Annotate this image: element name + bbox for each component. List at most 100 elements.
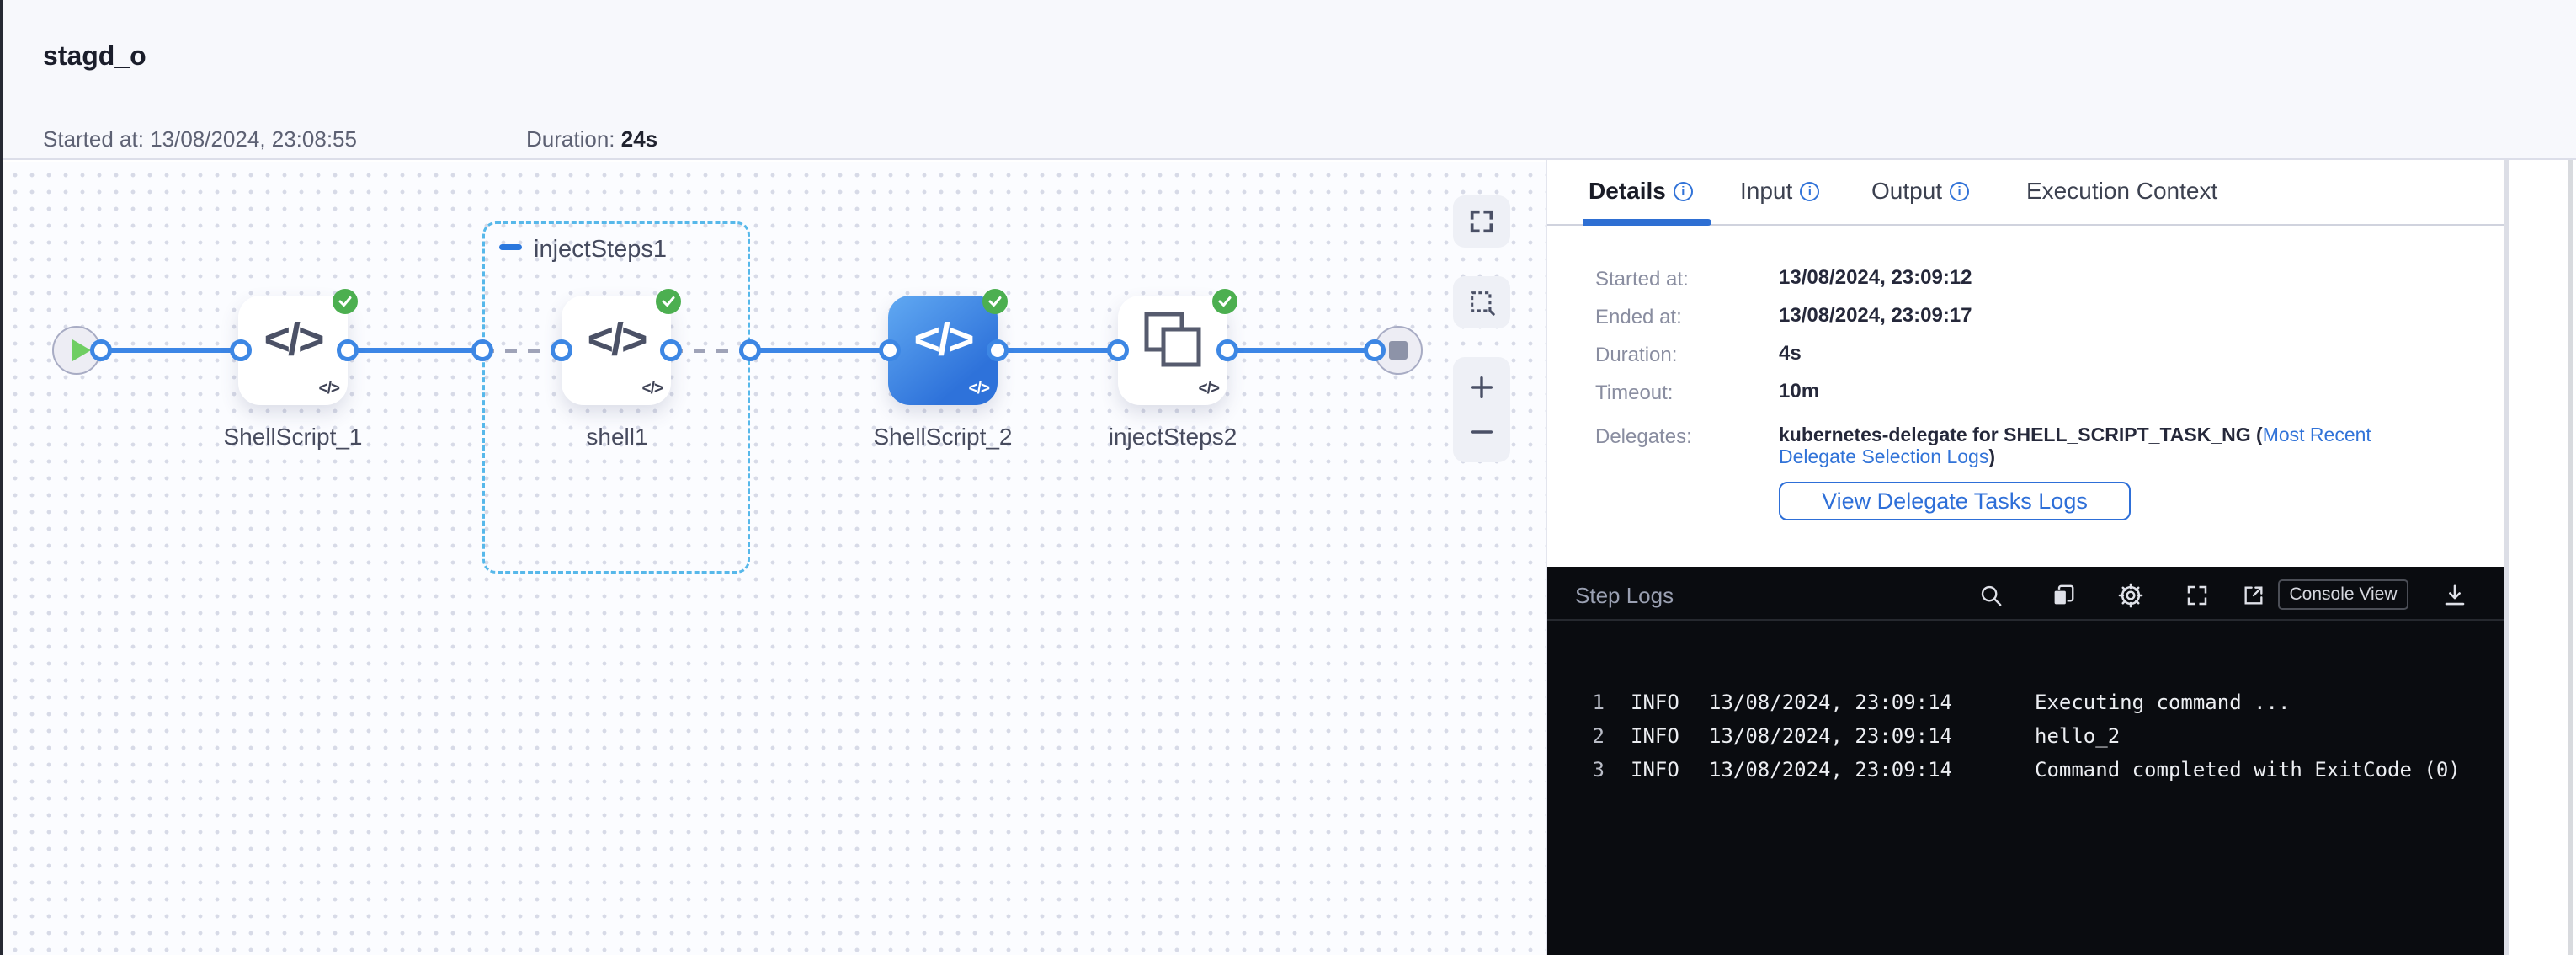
duration-value: 24s [620,126,658,152]
success-check-icon [982,289,1008,314]
detail-label: Started at: [1595,268,1689,291]
zoom-controls [1453,357,1510,462]
collapse-group-icon[interactable] [499,244,522,250]
marquee-select-icon [1471,291,1495,316]
download-logs-icon[interactable] [2440,580,2470,611]
log-line-number: 2 [1592,724,1605,748]
edge-port [1364,339,1386,361]
edge-shellscript2-to-injectsteps2 [998,348,1118,353]
node-shellscript2-selected[interactable]: </> </> [888,296,998,405]
duration-label: Duration: [526,126,621,152]
tab-input-label: Input [1740,178,1793,204]
edge-port [660,339,682,361]
delegates-suffix: ) [1988,445,1996,467]
shell-type-icon: </> [1198,380,1221,397]
shell-type-icon: </> [641,380,664,397]
info-icon[interactable]: i [1950,181,1970,201]
node-shellscript1[interactable]: </> </> [238,296,348,405]
tab-execution-context[interactable]: Execution Context [2026,173,2217,210]
log-timestamp: 13/08/2024, 23:09:14 [1709,758,1952,782]
fit-to-screen-icon [1470,210,1493,233]
edge-injectsteps2-to-end [1227,348,1375,353]
search-icon[interactable] [1976,580,2006,611]
log-message: Command completed with ExitCode (0) [2035,758,2461,782]
edge-port [739,339,761,361]
edge-port [230,339,252,361]
started-label: Started at: [43,126,151,152]
info-icon[interactable]: i [1673,181,1693,201]
log-level: INFO [1631,724,1679,748]
active-tab-underline [1583,219,1711,226]
console-view-button[interactable]: Console View [2278,579,2408,610]
edge-port [1216,339,1238,361]
node-label-injectsteps2[interactable]: injectSteps2 [1108,424,1237,450]
edge-port [879,339,901,361]
delegate-selection-logs-link[interactable]: Most Recent Delegate Selection Logs [1779,424,2371,467]
fullscreen-icon[interactable] [2182,580,2212,611]
stage-header-bar [3,0,2576,160]
page-scrollbar-track[interactable] [2568,160,2573,955]
node-label-shellscript2[interactable]: ShellScript_2 [873,424,1013,450]
edge-port [1107,339,1129,361]
step-logs-title: Step Logs [1575,583,1674,608]
edge-group-to-shellscript2 [750,348,890,353]
delegates-value: kubernetes-delegate for SHELL_SCRIPT_TAS… [1779,424,2419,467]
group-steps-icon [1144,312,1201,367]
tab-details[interactable]: Details i [1589,173,1693,210]
left-edge-strip [0,0,3,955]
detail-label: Timeout: [1595,381,1674,404]
edge-port [987,339,1009,361]
log-line: 3 INFO 13/08/2024, 23:09:14 Command comp… [0,758,2576,792]
node-label-shell1[interactable]: shell1 [586,424,648,450]
stage-title: stagd_o [43,40,146,71]
tab-execution-context-label: Execution Context [2026,178,2218,204]
node-shell1[interactable]: </> </> [562,296,671,405]
tabbar-border [1547,224,2504,226]
tab-input[interactable]: Input i [1740,173,1820,210]
zoom-in-icon[interactable] [1467,373,1496,402]
step-group-injectsteps1[interactable] [482,221,750,574]
log-level: INFO [1631,691,1679,714]
log-line-number: 3 [1592,758,1605,782]
group-label[interactable]: injectSteps1 [534,236,667,263]
log-timestamp: 13/08/2024, 23:09:14 [1709,724,1952,748]
stage-started-at: Started at: 13/08/2024, 23:08:55 [43,126,357,152]
success-check-icon [656,289,681,314]
edge-port [90,339,112,361]
canvas-panel-divider [1546,160,1547,955]
shell-type-icon: </> [968,380,991,397]
stage-duration: Duration: 24s [526,126,657,152]
selection-mode-button[interactable] [1453,276,1510,328]
canvas-background[interactable] [3,162,1546,955]
detail-value: 13/08/2024, 23:09:17 [1779,304,1972,327]
node-label-shellscript1[interactable]: ShellScript_1 [223,424,363,450]
code-icon: </> [913,314,974,365]
log-level: INFO [1631,758,1679,782]
zoom-out-icon[interactable] [1467,418,1496,446]
info-icon[interactable]: i [1800,181,1820,201]
edge-port [471,339,493,361]
detail-value: 10m [1779,380,1820,403]
open-in-new-icon[interactable] [2238,580,2269,611]
edge-start-to-shellscript1 [101,348,241,353]
log-line-number: 1 [1592,691,1605,714]
detail-label: Ended at: [1595,306,1682,328]
copy-icon[interactable] [2048,580,2078,611]
panel-scrollbar-track[interactable] [2504,160,2509,955]
shell-type-icon: </> [318,380,341,397]
delegates-label: Delegates: [1595,425,1692,448]
node-injectsteps2[interactable]: </> [1118,296,1227,405]
view-delegate-tasks-logs-button[interactable]: View Delegate Tasks Logs [1779,482,2131,520]
settings-gear-icon[interactable] [2116,580,2146,611]
success-check-icon [1212,289,1237,314]
delegate-name: kubernetes-delegate for SHELL_SCRIPT_TAS… [1779,424,2263,445]
code-icon: </> [587,314,647,365]
fit-to-screen-button[interactable] [1453,195,1510,248]
success-check-icon [333,289,358,314]
started-value: 13/08/2024, 23:08:55 [150,126,357,152]
log-line: 2 INFO 13/08/2024, 23:09:14 hello_2 [0,724,2576,758]
tab-output[interactable]: Output i [1871,173,1970,210]
log-timestamp: 13/08/2024, 23:09:14 [1709,691,1952,714]
play-icon [72,339,91,361]
step-logs-panel [1547,567,2504,955]
